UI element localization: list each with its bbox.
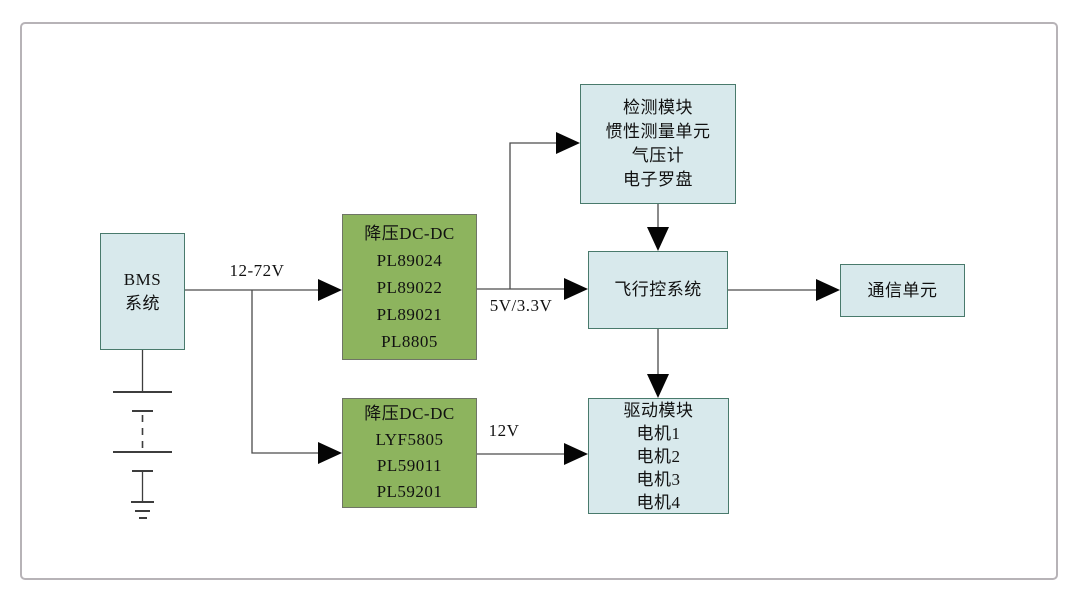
- node-text-line: 飞行控系统: [614, 280, 702, 299]
- arrowhead-right-icon: [564, 443, 588, 465]
- bus-voltage-label: 12-72V: [229, 261, 285, 280]
- edge-dcdc1-to-sensor-module: [509, 132, 580, 289]
- edge-bms-to-dcdc2: [251, 290, 342, 464]
- node-text-line: 降压DC-DC: [364, 223, 455, 243]
- node-text-line: 驱动模块: [623, 400, 694, 420]
- arrowhead-right-icon: [318, 279, 342, 301]
- diagram-frame: [20, 22, 1058, 580]
- node-text-line: 检测模块: [623, 98, 693, 117]
- node-text-line: 气压计: [631, 146, 685, 165]
- node-text-line: 通信单元: [867, 280, 938, 300]
- node-text-line: PL8805: [381, 331, 438, 351]
- arrowhead-right-icon: [318, 442, 342, 464]
- edge-dcdc2-to-drive-module: [477, 443, 588, 465]
- edge-bms-to-dcdc1: [185, 279, 342, 301]
- arrowhead-down-icon: [647, 227, 669, 251]
- battery-and-ground-symbol: [113, 350, 172, 519]
- arrowhead-down-icon: [647, 374, 669, 398]
- flight-control-node: 飞行控系统: [588, 251, 728, 329]
- node-text-line: 降压DC-DC: [364, 404, 455, 423]
- edge-dcdc1-to-flight-control: [477, 278, 588, 300]
- arrowhead-right-icon: [556, 132, 580, 154]
- edge-sensor-module-to-flight-control: [647, 204, 669, 251]
- node-text-line: PL59011: [376, 456, 443, 475]
- node-text-line: 系统: [125, 293, 160, 313]
- node-text-line: 惯性测量单元: [605, 122, 711, 141]
- arrowhead-right-icon: [564, 278, 588, 300]
- node-text-line: LYF5805: [375, 430, 444, 449]
- node-text-line: 电机4: [636, 492, 681, 512]
- edge-flight-control-to-drive-module: [647, 329, 669, 398]
- wire: [509, 142, 557, 289]
- bms-node: BMS 系统: [100, 233, 185, 350]
- motor-voltage-label: 12V: [488, 421, 520, 440]
- edge-flight-control-to-comm-unit: [728, 279, 840, 301]
- node-text-line: 电机1: [636, 423, 681, 443]
- node-text-line: PL89024: [376, 250, 443, 270]
- buck-dcdc-2-node: 降压DC-DC LYF5805 PL59011 PL59201: [342, 398, 477, 508]
- node-text-line: BMS: [123, 269, 162, 289]
- sensor-module-node: 检测模块 惯性测量单元 气压计 电子罗盘: [580, 84, 736, 204]
- node-text-line: PL89021: [376, 304, 443, 324]
- wire: [251, 290, 319, 454]
- node-text-line: 电机3: [636, 469, 681, 489]
- node-text-line: PL89022: [376, 277, 443, 297]
- node-text-line: 电子罗盘: [623, 170, 693, 189]
- node-text-line: 电机2: [636, 446, 681, 466]
- node-text-line: PL59201: [376, 482, 443, 501]
- arrowhead-right-icon: [816, 279, 840, 301]
- comm-unit-node: 通信单元: [840, 264, 965, 317]
- drive-module-node: 驱动模块 电机1 电机2 电机3 电机4: [588, 398, 729, 514]
- logic-voltage-label: 5V/3.3V: [489, 296, 553, 315]
- buck-dcdc-1-node: 降压DC-DC PL89024 PL89022 PL89021 PL8805: [342, 214, 477, 360]
